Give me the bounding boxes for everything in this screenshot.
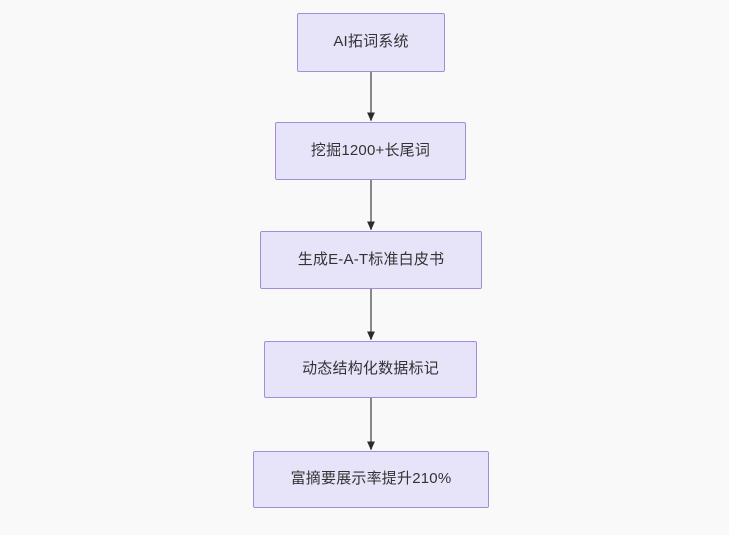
flow-node-ai-keyword-system[interactable]: AI拓词系统	[297, 13, 445, 72]
flow-node-label: AI拓词系统	[333, 33, 409, 51]
flow-node-label: 动态结构化数据标记	[302, 360, 439, 378]
flow-node-generate-eat-whitepaper[interactable]: 生成E-A-T标准白皮书	[260, 231, 482, 289]
flow-node-label: 富摘要展示率提升210%	[290, 470, 452, 488]
flow-node-label: 挖掘1200+长尾词	[310, 141, 431, 159]
flow-node-mine-longtail-keywords[interactable]: 挖掘1200+长尾词	[275, 122, 466, 180]
flow-node-label: 生成E-A-T标准白皮书	[297, 250, 445, 268]
flow-node-dynamic-structured-data-markup[interactable]: 动态结构化数据标记	[264, 341, 477, 398]
flow-node-rich-snippet-rate-increase[interactable]: 富摘要展示率提升210%	[253, 451, 489, 508]
